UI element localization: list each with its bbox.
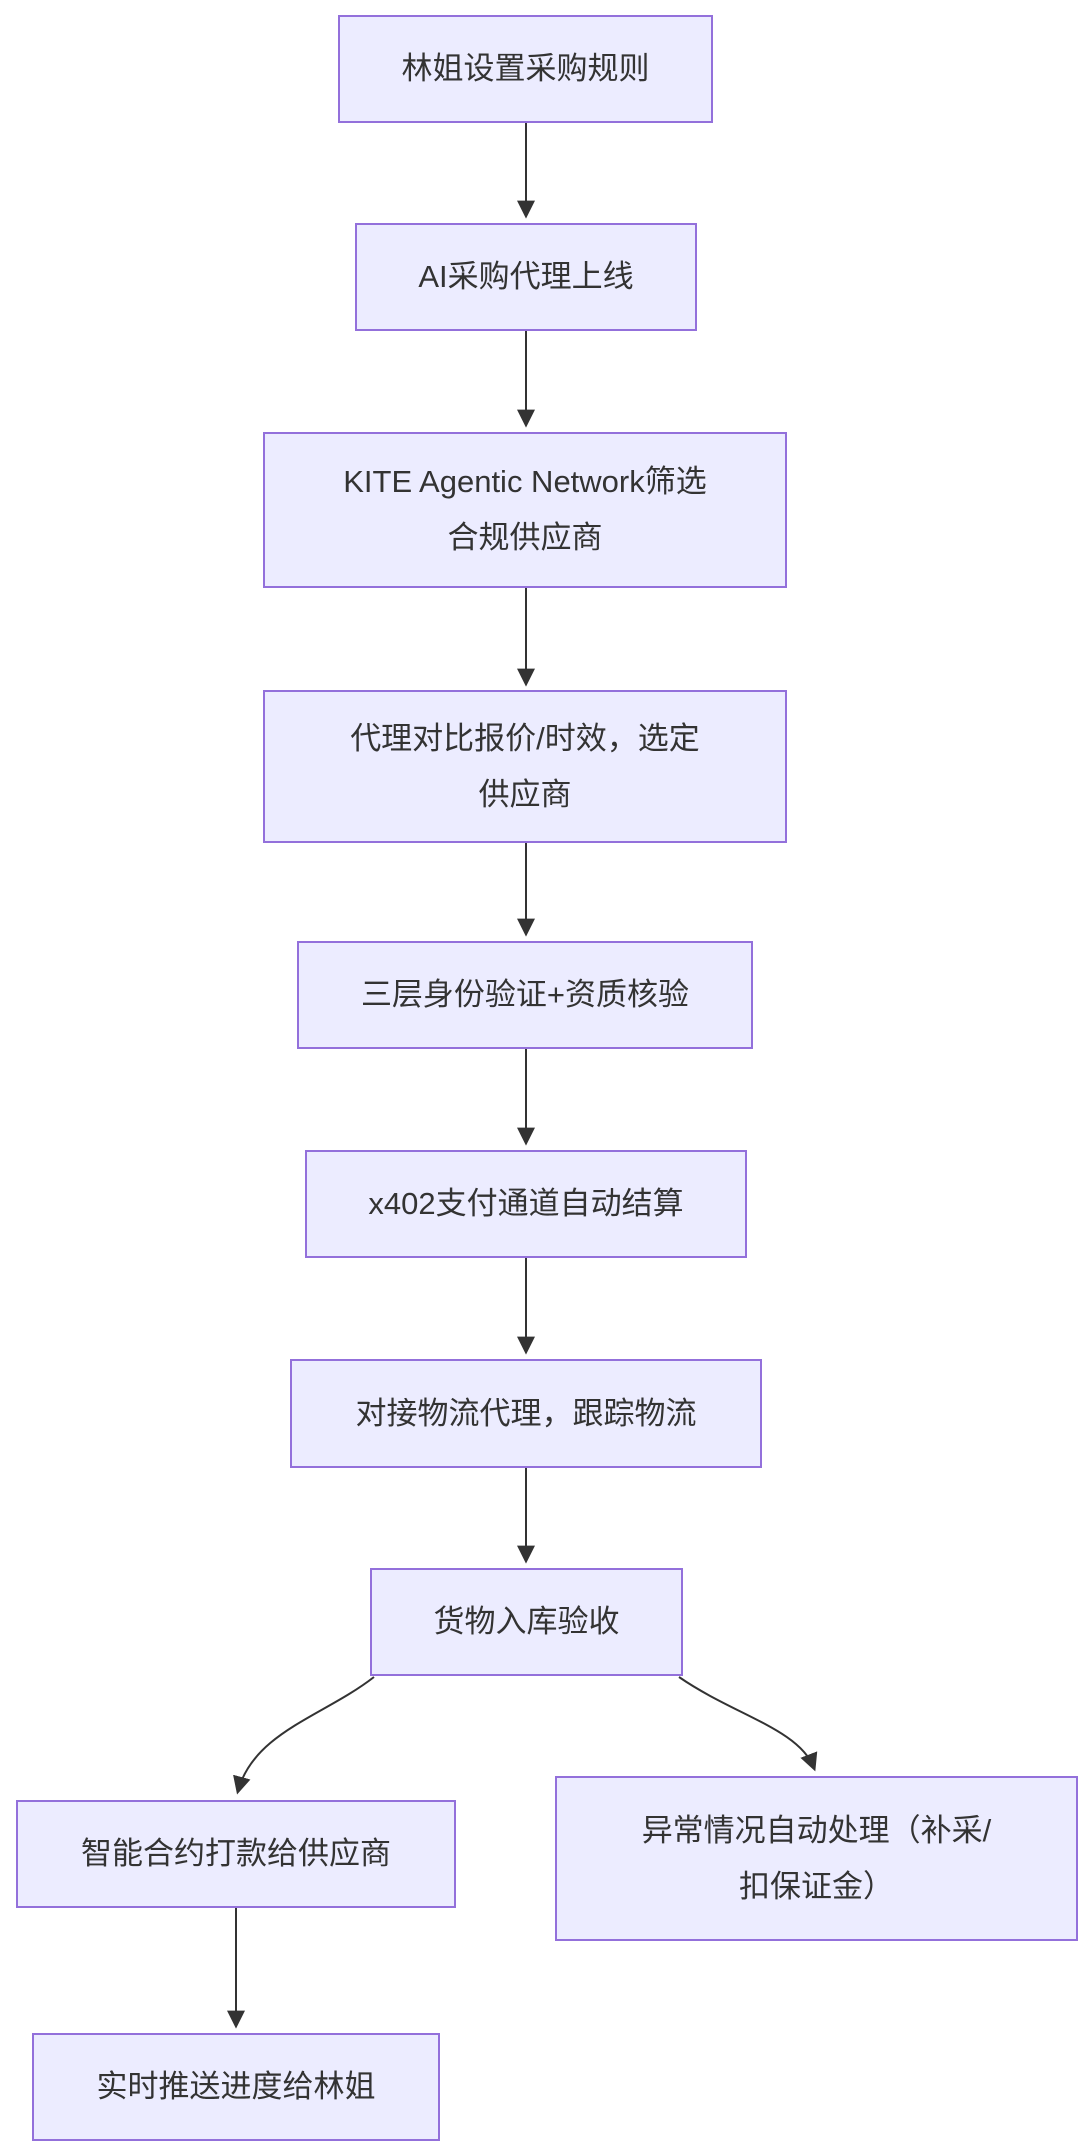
node-label: AI采购代理上线 — [418, 259, 634, 294]
node-label: 供应商 — [478, 776, 572, 812]
node-label: 对接物流代理，跟踪物流 — [355, 1395, 697, 1431]
node-contract-payment: 智能合约打款给供应商 — [16, 1800, 456, 1908]
node-set-rules: 林姐设置采购规则 — [338, 15, 713, 123]
node-push-progress: 实时推送进度给林姐 — [32, 2033, 440, 2141]
node-identity-check: 三层身份验证+资质核验 — [297, 941, 753, 1049]
edge-acceptance-to-exception-handling — [678, 1676, 818, 1772]
node-x402-settle: x402支付通道自动结算 — [305, 1150, 747, 1258]
node-label: 代理对比报价/时效，选定 — [350, 720, 700, 756]
node-agent-online: AI采购代理上线 — [355, 223, 697, 331]
node-label: 货物入库验收 — [433, 1604, 620, 1639]
edge-acceptance-to-contract-payment — [233, 1676, 375, 1795]
node-label: 林姐设置采购规则 — [401, 51, 650, 86]
node-label: 智能合约打款给供应商 — [81, 1836, 391, 1871]
node-label: 扣保证金） — [739, 1868, 894, 1904]
node-label: 三层身份验证+资质核验 — [360, 977, 690, 1012]
node-exception-handling: 异常情况自动处理（补采/ 扣保证金） — [555, 1776, 1078, 1941]
node-compare-quotes: 代理对比报价/时效，选定 供应商 — [263, 690, 787, 843]
node-kite-screen: KITE Agentic Network筛选 合规供应商 — [263, 432, 787, 588]
node-logistics: 对接物流代理，跟踪物流 — [290, 1359, 762, 1468]
node-label: KITE Agentic Network筛选 — [343, 464, 707, 499]
node-label: 实时推送进度给林姐 — [96, 2069, 376, 2104]
node-label: x402支付通道自动结算 — [368, 1186, 684, 1221]
node-label: 异常情况自动处理（补采/ — [641, 1812, 992, 1848]
node-acceptance: 货物入库验收 — [370, 1568, 683, 1676]
node-label: 合规供应商 — [447, 520, 603, 555]
